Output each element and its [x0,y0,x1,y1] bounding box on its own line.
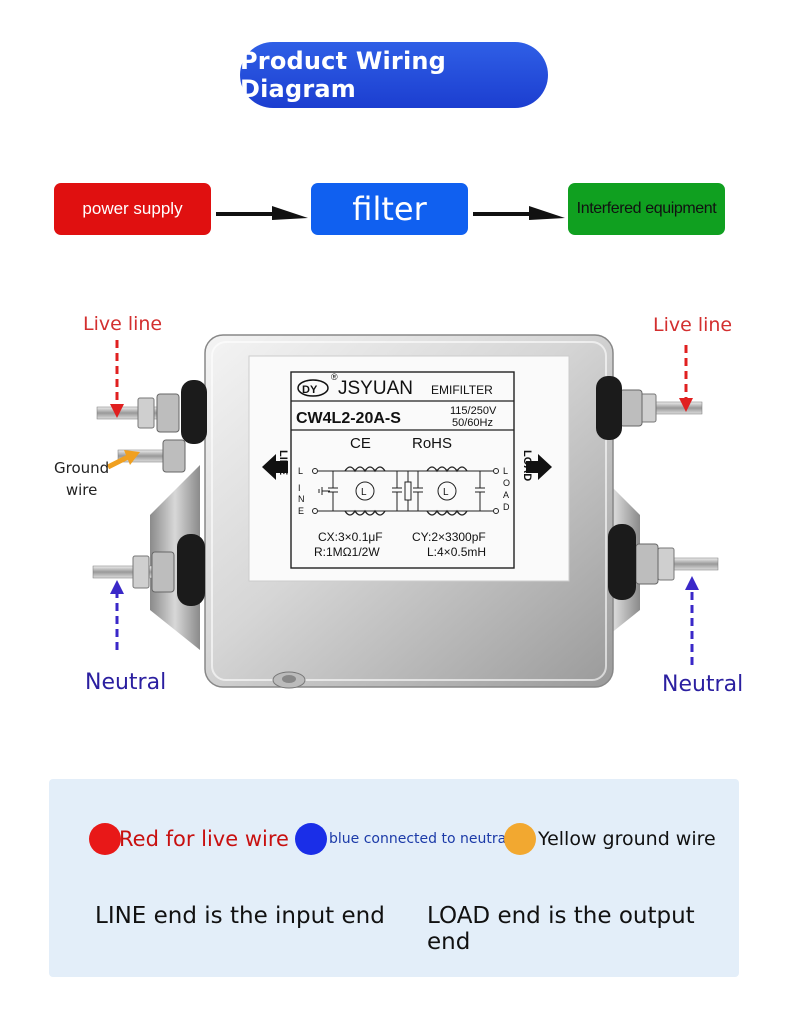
svg-text:DY: DY [302,384,318,396]
model-number: CW4L2-20A-S [296,410,401,427]
brand-logo-icon [297,379,329,397]
power-supply-box: power supply [54,183,211,235]
svg-text:L: L [298,466,303,476]
svg-text:A: A [503,490,509,500]
legend-neutral: blue connected to neutral [295,823,510,855]
rating-frequency: 50/60Hz [452,417,493,429]
terminal-live-right [596,376,703,440]
svg-text:L: L [443,487,449,498]
rating-voltage: 115/250V [450,405,497,417]
line-arrow-icon [262,454,276,480]
terminal-live-left [96,380,207,444]
svg-text:D: D [503,502,510,512]
neutral-label-right: Neutral [662,672,744,697]
yellow-dot-icon [504,823,536,855]
flow-arrow-1 [216,206,308,220]
type-label: EMIFILTER [431,383,493,397]
legend-live: Red for live wire [89,823,289,855]
load-arrow-icon [538,454,552,480]
ground-wire-label-line1: Ground [54,459,110,477]
svg-text:L: L [361,487,367,498]
load-end-note: LOAD end is the output end [427,903,695,955]
ground-wire-label: Ground wire [54,457,109,501]
spec-cx: CX:3×0.1μF [318,530,383,544]
page-title: Product Wiring Diagram [240,42,548,108]
rohs-mark: RoHS [412,435,452,452]
emi-filter-device: DY ® JSYUAN EMIFILTER CW4L2-20A-S 115/25… [92,334,719,689]
terminal-neutral-left [92,534,205,606]
svg-text:L: L [503,466,508,476]
filter-box: filter [311,183,468,235]
ground-wire-label-line2: wire [65,481,98,499]
ce-mark: CE [350,435,371,452]
filter-schematic: L I N E L O A D L L [298,466,510,516]
line-side-label: LINE [277,450,289,475]
blue-dot-icon [295,823,327,855]
line-end-note: LINE end is the input end [95,903,385,929]
legend-neutral-text: blue connected to neutral [329,831,511,847]
ground-arrow [106,454,130,470]
equipment-box: Interfered equipment [568,183,725,235]
spec-cy: CY:2×3300pF [412,530,486,544]
legend-panel: Red for live wire blue connected to neut… [49,779,739,977]
legend-ground: Yellow ground wire [504,823,716,855]
live-line-label-left: Live line [83,313,163,335]
load-side-label: LOAD [521,450,533,481]
terminal-neutral-right [608,524,719,600]
brand-registered: ® [331,372,338,382]
live-line-label-right: Live line [653,314,733,336]
spec-r: R:1MΩ1/2W [314,545,380,559]
legend-ground-text: Yellow ground wire [538,828,716,850]
red-dot-icon [89,823,121,855]
legend-live-text: Red for live wire [119,827,289,851]
brand-name: JSYUAN [338,378,413,399]
svg-text:O: O [503,478,510,488]
svg-text:N: N [298,494,305,504]
flow-arrow-2 [473,206,565,220]
svg-text:E: E [298,506,304,516]
svg-text:I: I [298,483,301,493]
filter-product-illustration: DY ® JSYUAN EMIFILTER CW4L2-20A-S 115/25… [0,290,787,730]
spec-l: L:4×0.5mH [427,545,486,559]
neutral-label-left: Neutral [85,670,167,695]
